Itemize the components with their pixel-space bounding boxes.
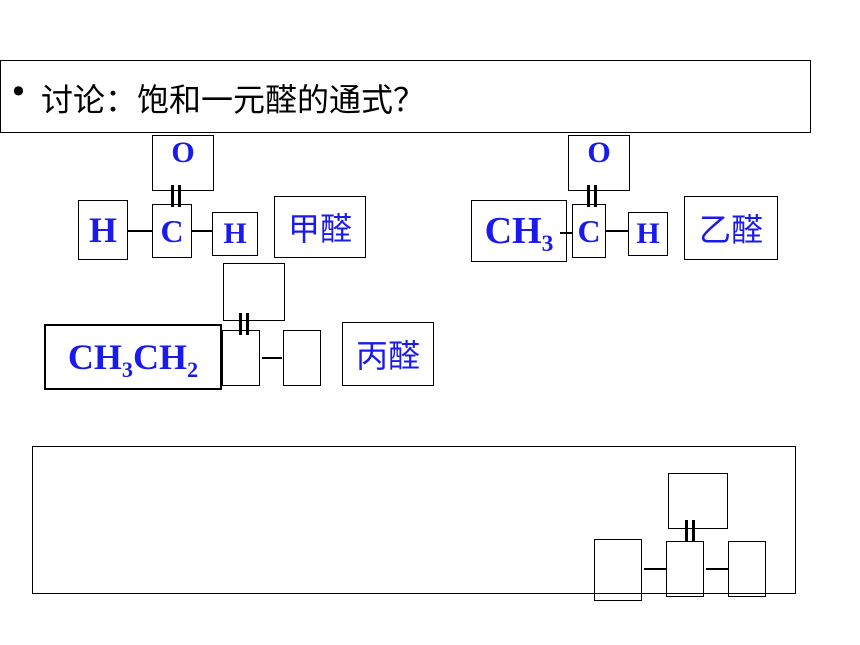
ethanal-bond-right: [606, 230, 628, 232]
ethanal-double-bond: [587, 185, 597, 207]
methanal-h-left: H: [88, 210, 117, 250]
ethanal-h-box: H: [628, 212, 668, 256]
ethanal-ch3: CH3: [484, 210, 554, 258]
methanal-name: 甲醛: [287, 210, 352, 248]
methanal-h-right: H: [223, 217, 247, 250]
general-carbon-blank: [666, 541, 704, 597]
general-bond-left: [644, 568, 666, 570]
propanal-chain-box: CH3CH2: [44, 324, 222, 390]
methanal-oxygen: O: [171, 136, 195, 169]
propanal-name-box: 丙醛: [342, 322, 434, 386]
ethanal-oxygen-box: O: [568, 135, 630, 191]
question-text: 讨论：饱和一元醛的通式？: [41, 81, 426, 119]
methanal-oxygen-box: O: [152, 135, 214, 191]
propanal-oxygen-blank: [223, 263, 285, 321]
propanal-double-bond: [239, 313, 249, 335]
propanal-chain: CH3CH2: [67, 337, 199, 382]
ethanal-ch3-box: CH3: [471, 200, 567, 262]
general-formula-box: [32, 446, 796, 594]
methanal-carbon-box: C: [152, 204, 192, 258]
methanal-carbon: C: [160, 212, 184, 249]
bullet: •: [9, 73, 28, 111]
methanal-h-right-box: H: [212, 212, 258, 256]
methanal-double-bond: [171, 185, 181, 207]
methanal-h-left-box: H: [78, 200, 128, 260]
ethanal-name-box: 乙醛: [684, 196, 778, 260]
propanal-h-blank: [283, 330, 321, 386]
general-r-blank: [594, 539, 642, 601]
methanal-name-box: 甲醛: [274, 196, 366, 258]
general-double-bond: [685, 520, 695, 542]
propanal-carbon-blank: [222, 330, 260, 386]
ethanal-oxygen: O: [587, 136, 611, 169]
ethanal-name: 乙醛: [698, 211, 763, 249]
general-bond-right: [706, 568, 728, 570]
general-oxygen-blank: [668, 473, 728, 529]
propanal-bond-right: [262, 357, 282, 359]
methanal-bond-left: [128, 230, 152, 232]
ethanal-carbon-box: C: [572, 204, 606, 258]
question-banner: • 讨论：饱和一元醛的通式？: [0, 60, 811, 133]
ethanal-bond-left: [560, 232, 572, 234]
ethanal-carbon: C: [577, 212, 601, 249]
general-h-blank: [728, 541, 766, 597]
methanal-bond-right: [192, 230, 212, 232]
ethanal-h: H: [636, 217, 660, 250]
propanal-name: 丙醛: [355, 337, 420, 375]
